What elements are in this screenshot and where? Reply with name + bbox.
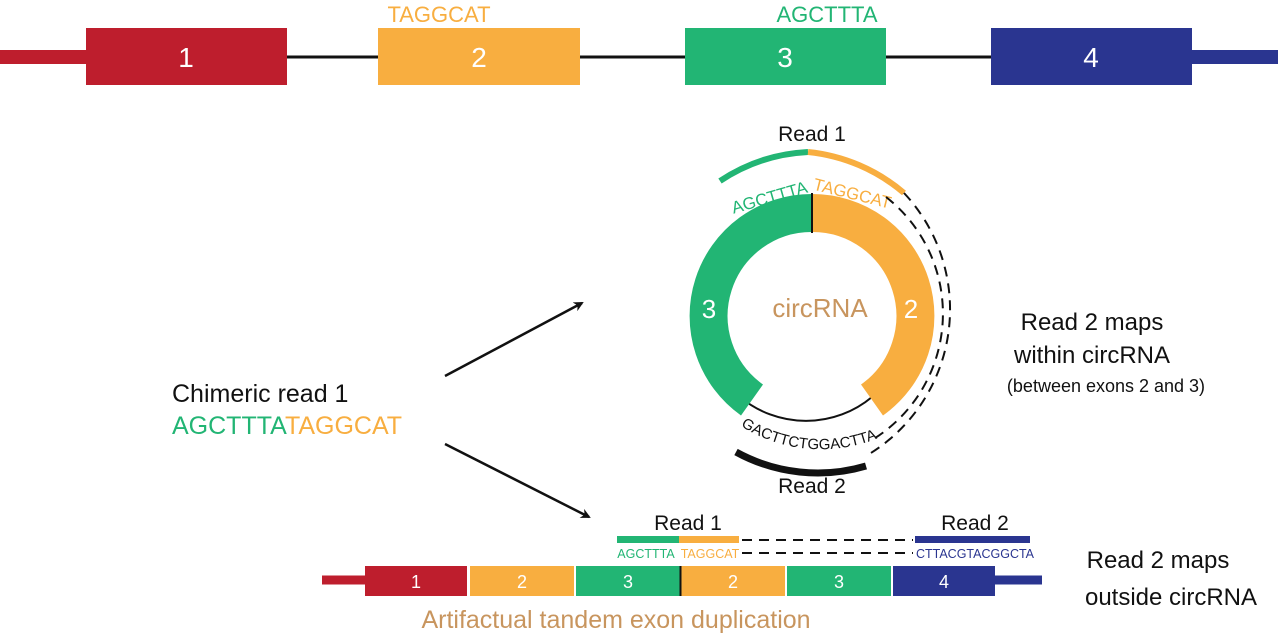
tandem-exon-3a-label: 3 (623, 572, 633, 592)
gene-exon-2-sequence: TAGGCAT (387, 2, 490, 27)
circ-maps-line-2: within circRNA (1013, 342, 1170, 369)
circ-read1-orange-bar (807, 149, 906, 196)
circ-read1-green-bar (718, 149, 809, 184)
tandem-exon-3b-label: 3 (834, 572, 844, 592)
tandem-exon-2b-label: 2 (728, 572, 738, 592)
tandem-exon-2a-label: 2 (517, 572, 527, 592)
chimeric-read-title: Chimeric read 1 (172, 380, 348, 408)
circrna-exon-2-label: 2 (904, 294, 918, 324)
tandem-sequence-green: AGCTTTA (617, 547, 675, 561)
circ-maps-line-1: Read 2 maps (1021, 309, 1164, 336)
gene-exon-1 (86, 28, 287, 85)
circ-read2-bar (734, 448, 867, 477)
tandem-maps-line-2: outside circRNA (1085, 584, 1257, 611)
circrna-exon-2-segment (811, 193, 935, 416)
gene-structure: 1 2 3 4 TAGGCAT AGCTTTA (0, 2, 1278, 85)
tandem-sequence-blue: CTTACGTACGGCTA (916, 547, 1035, 561)
tandem-exon-3b (787, 566, 891, 596)
tandem-exon-3a (576, 566, 680, 596)
tandem-sequence-orange: TAGGCAT (681, 547, 740, 561)
circ-read2-label: Read 2 (778, 475, 846, 498)
chimeric-read-sequence: AGCTTTATAGGCAT (172, 412, 402, 440)
gene-exon-3-label: 3 (777, 42, 793, 73)
chimeric-sequence-orange: TAGGCAT (285, 412, 402, 440)
arrow-to-circrna (444, 301, 584, 378)
arrow-to-tandem (444, 442, 591, 519)
circ-read1-label: Read 1 (778, 123, 846, 146)
tandem-read2-label: Read 2 (941, 512, 1009, 535)
gene-exon-4 (991, 28, 1192, 85)
circrna-group: circRNA 3 2 Read 1 AGCTTTA TAGGCAT GACTT… (689, 123, 1205, 498)
circrna-exon-3-label: 3 (702, 294, 716, 324)
tandem-read2-bar (915, 536, 1030, 543)
tandem-read1-green-bar (617, 536, 679, 543)
gene-exon-2 (378, 28, 580, 85)
tandem-exon-1-label: 1 (411, 572, 421, 592)
gene-exon-3 (685, 28, 886, 85)
tandem-exon-2b (681, 566, 785, 596)
circrna-junction-arc (739, 396, 873, 422)
circrna-center-label: circRNA (772, 293, 868, 323)
gene-exon-4-label: 4 (1083, 42, 1099, 73)
tandem-read1-label: Read 1 (654, 512, 722, 535)
circ-dashed-arc-outer (865, 192, 952, 457)
tandem-caption: Artifactual tandem exon duplication (421, 606, 810, 634)
chimeric-sequence-green: AGCTTTA (172, 412, 287, 440)
gene-exon-1-label: 1 (178, 42, 194, 73)
circrna-exon-3-segment (689, 193, 813, 416)
circ-dashed-arc-inner (871, 196, 944, 441)
gene-exon-2-label: 2 (471, 42, 487, 73)
tandem-maps-line-1: Read 2 maps (1087, 547, 1230, 574)
tandem-exon-1 (365, 566, 467, 596)
tandem-exon-2a (470, 566, 574, 596)
tandem-exon-4 (893, 566, 995, 596)
chimeric-read-group: Chimeric read 1 AGCTTTATAGGCAT (172, 301, 591, 519)
circ-maps-line-3: (between exons 2 and 3) (1007, 376, 1205, 396)
tandem-duplication-group: Read 1 Read 2 AGCTTTA TAGGCAT CTTACGTACG… (322, 512, 1257, 634)
tandem-exon-4-label: 4 (939, 572, 949, 592)
gene-exon-3-sequence: AGCTTTA (776, 2, 877, 27)
tandem-read1-orange-bar (679, 536, 739, 543)
